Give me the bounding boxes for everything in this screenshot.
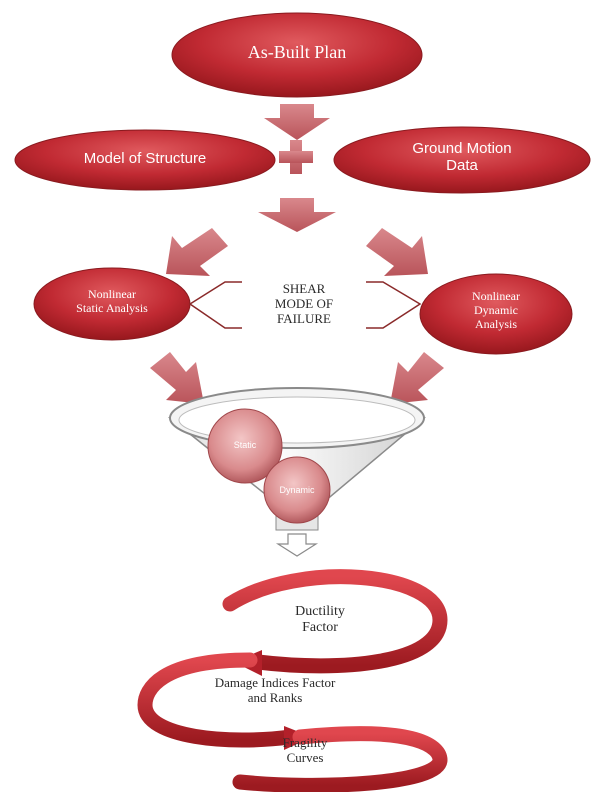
nonlinear-dynamic-line2: Dynamic: [474, 302, 518, 317]
nonlinear-dynamic-ellipse: [419, 273, 573, 355]
dynamic-ball-label: Dynamic: [279, 485, 315, 495]
ductility-line1: Ductility: [295, 604, 345, 619]
fragility-line1: Fragility: [282, 735, 328, 750]
static-ball: [207, 408, 283, 484]
nonlinear-dynamic-label: Nonlinear Dynamic Analysis: [438, 289, 554, 331]
diagonal-arrow-to-funnel-right: [390, 352, 444, 404]
plus-icon: [279, 140, 313, 174]
shear-line2: MODE OF: [274, 295, 334, 311]
ductility-label: Ductility Factor: [260, 604, 380, 636]
down-arrow-1: [264, 104, 330, 140]
diagonal-arrow-left: [166, 228, 228, 276]
nonlinear-static-line2: Static Analysis: [76, 300, 148, 315]
shear-line3: FAILURE: [277, 310, 331, 326]
ground-motion-line2: Data: [446, 157, 478, 175]
nonlinear-dynamic-line3: Analysis: [475, 316, 517, 331]
static-ball-label: Static: [233, 440, 257, 450]
bracket-right: [366, 281, 422, 329]
damage-line1: Damage Indices Factor: [214, 675, 336, 690]
diagonal-arrow-right: [366, 228, 428, 276]
small-down-arrow: [275, 533, 319, 557]
bracket-left: [188, 281, 242, 329]
fragility-loop: [232, 726, 448, 792]
ground-motion-line1: Ground Motion: [412, 140, 512, 157]
diagonal-arrow-to-funnel-left: [150, 352, 204, 404]
as-built-plan-label: As-Built Plan: [247, 42, 347, 62]
model-of-structure-label: Model of Structure: [83, 150, 207, 167]
down-arrow-2: [258, 198, 336, 232]
shear-mode-label: SHEAR MODE OF FAILURE: [244, 281, 364, 327]
nonlinear-static-line1: Nonlinear: [88, 287, 136, 301]
model-of-structure-ellipse: [14, 129, 276, 191]
dynamic-ball: [263, 456, 331, 524]
ductility-line2: Factor: [302, 620, 338, 636]
shear-line1: SHEAR: [282, 281, 326, 296]
fragility-label: Fragility Curves: [250, 735, 360, 766]
damage-indices-label: Damage Indices Factor and Ranks: [160, 675, 390, 706]
nonlinear-dynamic-line1: Nonlinear: [472, 289, 520, 303]
ground-motion-label: Ground Motion Data: [362, 140, 562, 175]
nonlinear-static-label: Nonlinear Static Analysis: [50, 287, 174, 316]
fragility-line2: Curves: [286, 749, 324, 765]
ground-motion-ellipse: [333, 126, 591, 194]
as-built-plan-ellipse: [171, 12, 423, 98]
damage-line2: and Ranks: [247, 689, 303, 705]
